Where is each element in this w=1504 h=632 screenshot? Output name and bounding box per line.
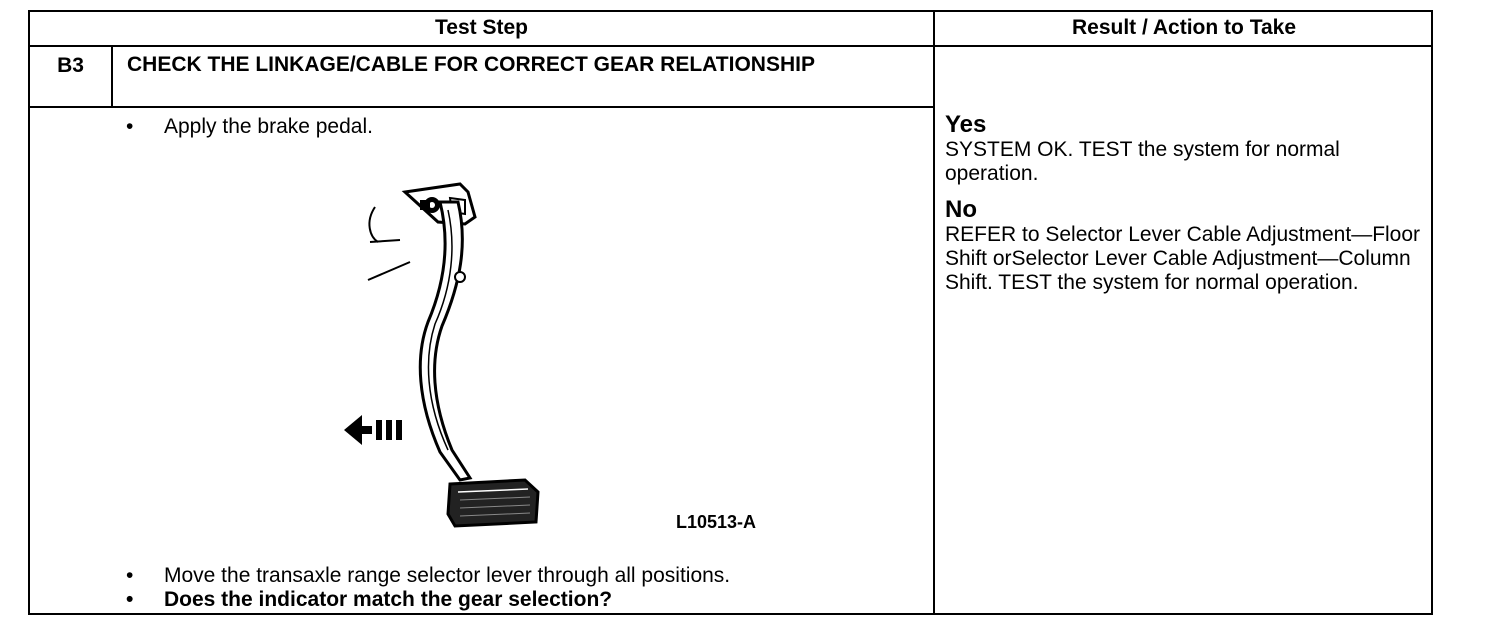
instruction-move-lever: • Move the transaxle range selector leve… bbox=[122, 564, 730, 588]
step-number-divider bbox=[111, 45, 113, 106]
brake-pedal-illustration bbox=[344, 182, 540, 528]
bullet: • bbox=[126, 564, 134, 587]
header-divider bbox=[30, 45, 1431, 47]
no-text: REFER to Selector Lever Cable Adjustment… bbox=[945, 223, 1421, 294]
bullet: • bbox=[126, 115, 134, 138]
header-result-action: Result / Action to Take bbox=[1071, 16, 1297, 39]
column-divider bbox=[933, 12, 935, 613]
bullet: • bbox=[126, 588, 134, 611]
instruction-apply-brake: • Apply the brake pedal. bbox=[122, 115, 373, 139]
instruction-text: Move the transaxle range selector lever … bbox=[164, 564, 731, 587]
step-title: CHECK THE LINKAGE/CABLE FOR CORRECT GEAR… bbox=[127, 53, 815, 76]
step-title-divider bbox=[30, 106, 933, 108]
yes-label: Yes bbox=[945, 111, 987, 138]
diagnostic-table: Test Step Result / Action to Take B3 CHE… bbox=[28, 10, 1433, 615]
result-no: No REFER to Selector Lever Cable Adjustm… bbox=[945, 197, 1430, 295]
header-test-step: Test Step bbox=[435, 16, 528, 39]
instruction-question: • Does the indicator match the gear sele… bbox=[122, 588, 612, 612]
figure-code: L10513-A bbox=[676, 512, 757, 532]
question-text: Does the indicator match the gear select… bbox=[164, 588, 613, 611]
no-label: No bbox=[945, 196, 977, 223]
yes-text: SYSTEM OK. TEST the system for normal op… bbox=[945, 138, 1340, 185]
instruction-text: Apply the brake pedal. bbox=[164, 115, 373, 138]
result-yes: Yes SYSTEM OK. TEST the system for norma… bbox=[945, 112, 1430, 186]
step-number: B3 bbox=[57, 54, 84, 77]
